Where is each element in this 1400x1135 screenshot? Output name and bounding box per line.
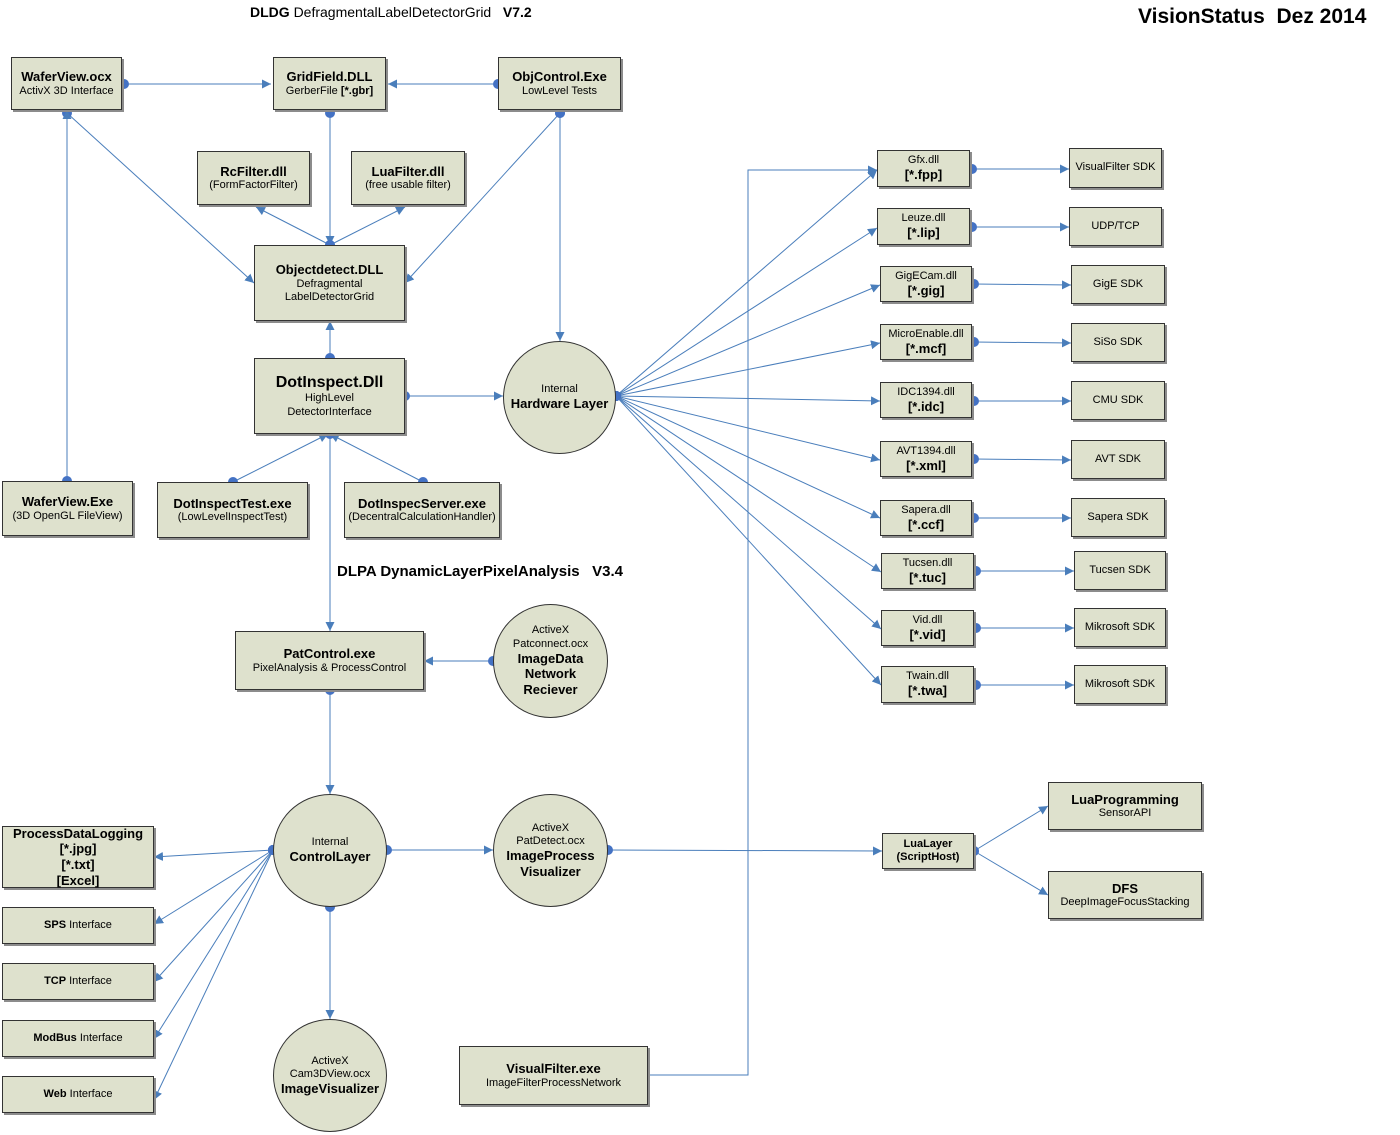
connector-hardware-layer-to-vid-dll bbox=[615, 395, 882, 630]
gigecam-dll-box: GigECam.dll [*.gig] bbox=[880, 266, 972, 302]
rcfilter-dll-box: RcFilter.dll (FormFactorFilter) bbox=[197, 151, 310, 205]
twain-dll-box: Twain.dll [*.twa] bbox=[881, 666, 974, 703]
vid-dll-box: Vid.dll [*.vid] bbox=[881, 610, 974, 646]
microenable-dll-box: MicroEnable.dll [*.mcf] bbox=[880, 324, 972, 360]
visualfilter-sdk-box: VisualFilter SDK bbox=[1069, 148, 1162, 188]
connector-hardware-layer-to-sapera-dll bbox=[615, 395, 881, 519]
connector-control-layer-to-web-interface bbox=[153, 849, 274, 1101]
connector-objcontrol-exe-to-objectdetect-dll bbox=[404, 112, 561, 284]
connector-dot bbox=[325, 108, 335, 118]
sapera-dll-box: Sapera.dll [*.ccf] bbox=[880, 500, 972, 536]
mikrosoft-sdk-box: Mikrosoft SDK bbox=[1074, 665, 1166, 704]
process-data-logging-box: ProcessDataLogging [*.jpg] [*.txt] [Exce… bbox=[2, 826, 154, 888]
connector-objectdetect-dll-to-rcfilter-dll bbox=[255, 206, 331, 246]
visualfilter-exe-box: VisualFilter.exe ImageFilterProcessNetwo… bbox=[459, 1046, 648, 1105]
gige-sdk-box: GigE SDK bbox=[1071, 265, 1165, 304]
hardware-layer-circle: Internal Hardware Layer bbox=[503, 341, 616, 454]
cam3dview-ocx-circle: ActiveX Cam3DView.ocx ImageVisualizer bbox=[273, 1019, 387, 1132]
avt-sdk-box: AVT SDK bbox=[1071, 440, 1165, 479]
connector-dotinspecserver-exe-to-dotinspect-dll bbox=[329, 433, 424, 483]
connector-visualfilter-exe-to-gfx-dll bbox=[648, 165, 877, 1076]
connector-lualayer-to-luaprogramming bbox=[973, 805, 1049, 852]
connector-patdetect-ocx-to-lualayer bbox=[607, 846, 883, 856]
connector-waferview-ocx-to-objectdetect-dll bbox=[66, 112, 255, 284]
connector-hardware-layer-to-idc1394-dll bbox=[615, 395, 881, 406]
connector-dotinspecttest-exe-to-dotinspect-dll bbox=[232, 433, 329, 483]
connector-microenable-dll-to-siso-sdk bbox=[973, 338, 1072, 348]
diagram-title: DLDG DefragmentalLabelDetectorGrid V7.2 bbox=[250, 4, 532, 20]
patcontrol-exe-box: PatControl.exe PixelAnalysis & ProcessCo… bbox=[235, 631, 424, 690]
cmu-sdk-box: CMU SDK bbox=[1071, 381, 1165, 420]
connector-hardware-layer-to-twain-dll bbox=[615, 395, 882, 686]
mikrosoft-sdk-box: Mikrosoft SDK bbox=[1074, 608, 1166, 647]
luaprogramming-box: LuaProgramming SensorAPI bbox=[1048, 782, 1202, 830]
waferview-ocx-box: WaferView.ocx ActivX 3D Interface bbox=[11, 57, 122, 110]
control-layer-circle: Internal ControlLayer bbox=[273, 794, 387, 907]
lualayer-box: LuaLayer (ScriptHost) bbox=[882, 833, 974, 869]
dotinspecttest-exe-box: DotInspectTest.exe (LowLevelInspectTest) bbox=[157, 482, 308, 538]
dfs-box: DFS DeepImageFocusStacking bbox=[1048, 871, 1202, 919]
connector-hardware-layer-to-gigecam-dll bbox=[615, 284, 881, 397]
avt1394-dll-box: AVT1394.dll [*.xml] bbox=[880, 441, 972, 477]
connector-hardware-layer-to-avt1394-dll bbox=[615, 395, 881, 463]
connector-control-layer-to-modbus-interface bbox=[153, 849, 274, 1040]
patconnect-ocx-circle: ActiveX Patconnect.ocx ImageData Network… bbox=[493, 604, 608, 718]
tucsen-sdk-box: Tucsen SDK bbox=[1074, 551, 1166, 590]
objectdetect-dll-box: Objectdetect.DLL Defragmental LabelDetec… bbox=[254, 245, 405, 321]
objcontrol-exe-box: ObjControl.Exe LowLevel Tests bbox=[498, 57, 621, 110]
dotinspecserver-exe-box: DotInspecServer.exe (DecentralCalculatio… bbox=[344, 482, 500, 538]
connector-hardware-layer-to-leuze-dll bbox=[615, 227, 878, 397]
udp-tcp-box: UDP/TCP bbox=[1069, 207, 1162, 246]
tucsen-dll-box: Tucsen.dll [*.tuc] bbox=[881, 553, 974, 589]
leuze-dll-box: Leuze.dll [*.lip] bbox=[877, 208, 970, 245]
modbus-interface-box: ModBus Interface bbox=[2, 1020, 154, 1057]
siso-sdk-box: SiSo SDK bbox=[1071, 323, 1165, 362]
idc1394-dll-box: IDC1394.dll [*.idc] bbox=[880, 382, 972, 418]
waferview-exe-box: WaferView.Exe (3D OpenGL FileView) bbox=[2, 481, 133, 536]
connector-control-layer-to-tcp-interface bbox=[153, 849, 274, 983]
connector-control-layer-to-process-data-logging bbox=[153, 849, 274, 861]
dlpa-section-title: DLPA DynamicLayerPixelAnalysis V3.4 bbox=[337, 563, 623, 580]
patdetect-ocx-circle: ActiveX PatDetect.ocx ImageProcess Visua… bbox=[493, 794, 608, 907]
dotinspect-dll-box: DotInspect.Dll HighLevel DetectorInterfa… bbox=[254, 358, 405, 434]
tcp-interface-box: TCP Interface bbox=[2, 963, 154, 1000]
connector-hardware-layer-to-gfx-dll bbox=[615, 169, 878, 397]
gridfield-dll-box: GridField.DLL GerberFile [*.gbr] bbox=[273, 57, 386, 110]
connector-dot bbox=[555, 108, 565, 118]
web-interface-box: Web Interface bbox=[2, 1076, 154, 1113]
connector-lualayer-to-dfs bbox=[973, 850, 1049, 896]
connector-control-layer-to-sps-interface bbox=[153, 849, 274, 925]
vision-status-label: VisionStatus Dez 2014 bbox=[1138, 5, 1367, 28]
sps-interface-box: SPS Interface bbox=[2, 907, 154, 944]
connector-objectdetect-dll-to-luafilter-dll bbox=[329, 206, 406, 246]
connector-gigecam-dll-to-gige-sdk bbox=[973, 280, 1072, 290]
sapera-sdk-box: Sapera SDK bbox=[1071, 498, 1165, 537]
connector-hardware-layer-to-microenable-dll bbox=[615, 340, 881, 397]
luafilter-dll-box: LuaFilter.dll (free usable filter) bbox=[351, 151, 465, 205]
connector-avt1394-dll-to-avt-sdk bbox=[973, 455, 1072, 465]
connector-hardware-layer-to-tucsen-dll bbox=[615, 395, 882, 573]
gfx-dll-box: Gfx.dll [*.fpp] bbox=[877, 150, 970, 187]
